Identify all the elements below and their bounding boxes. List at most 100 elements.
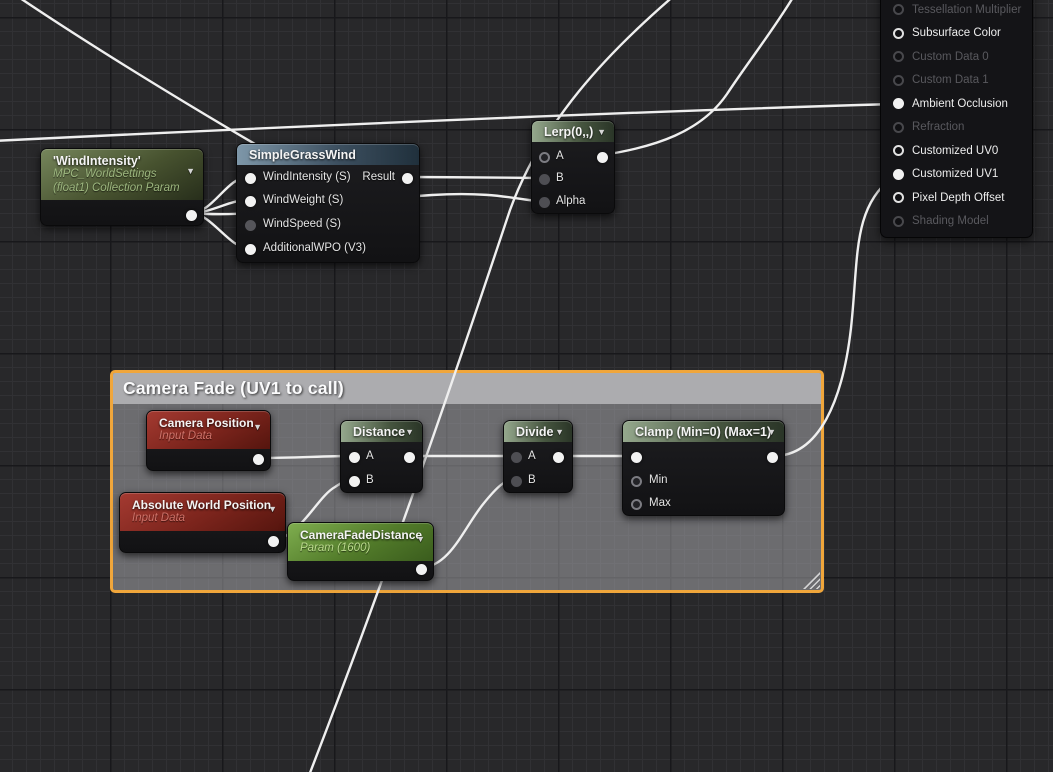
input-pin-clamp-min[interactable] (630, 475, 642, 487)
pin-label: Shading Model (912, 215, 989, 228)
pin-label: AdditionalWPO (V3) (263, 242, 366, 254)
pin-label: Customized UV0 (912, 144, 999, 157)
pin-label: A (556, 150, 564, 162)
pin-customized-uv1[interactable] (893, 168, 904, 180)
pin-customized-uv0[interactable] (893, 145, 904, 157)
node-clamp[interactable]: Clamp (Min=0) (Max=1) ▼ Min Max (622, 420, 785, 516)
node-title: Camera Position (159, 416, 254, 430)
input-pin-divide-b[interactable] (510, 475, 522, 487)
node-header: Divide ▼ (504, 421, 572, 442)
material-result-node[interactable]: Tessellation Multiplier Subsurface Color… (880, 0, 1033, 238)
input-pin-lerp-a[interactable] (538, 151, 550, 163)
node-subtitle: (float1) Collection Param (53, 181, 180, 194)
material-row-customized-uv0: Customized UV0 (881, 139, 1032, 163)
chevron-down-icon[interactable]: ▼ (268, 503, 277, 514)
material-row-refraction: Refraction (881, 116, 1032, 140)
input-pin-distance-b[interactable] (348, 475, 360, 487)
wire-result-to-lerp-b[interactable] (406, 175, 542, 180)
node-subtitle: Param (1600) (300, 542, 371, 554)
input-pin-divide-a[interactable] (510, 451, 522, 463)
pin-label: Max (649, 497, 671, 509)
pin-refraction[interactable] (893, 121, 904, 133)
material-row-custom-data-1: Custom Data 1 (881, 69, 1032, 93)
pin-label: WindIntensity (S) (263, 171, 351, 183)
output-pin-camerafadedistance[interactable] (415, 563, 427, 575)
material-row-ambient-occlusion: Ambient Occlusion (881, 92, 1032, 116)
input-pin-windspeed-s[interactable] (244, 219, 256, 231)
chevron-down-icon[interactable]: ▼ (767, 426, 776, 437)
node-header: SimpleGrassWind (237, 144, 419, 165)
input-pin-clamp-max[interactable] (630, 498, 642, 510)
chevron-down-icon[interactable]: ▼ (186, 165, 195, 176)
node-title: Lerp(0,,) (544, 125, 594, 139)
input-pin-windweight-s[interactable] (244, 195, 256, 207)
input-pin-lerp-alpha[interactable] (538, 196, 550, 208)
node-distance[interactable]: Distance ▼ A B (340, 420, 423, 493)
wire-to-ambient-occlusion[interactable] (0, 102, 896, 142)
pin-label: Customized UV1 (912, 168, 999, 181)
pin-label: Ambient Occlusion (912, 97, 1008, 110)
pin-custom-data-1[interactable] (893, 74, 904, 86)
node-camera-position[interactable]: Camera Position Input Data ▼ (146, 410, 271, 471)
output-pin-clamp[interactable] (766, 451, 778, 463)
node-header: Absolute World Position Input Data ▼ (120, 493, 285, 531)
node-title: Clamp (Min=0) (Max=1) (635, 425, 772, 439)
pin-shading-model[interactable] (893, 215, 904, 227)
chevron-down-icon[interactable]: ▼ (405, 426, 414, 437)
resize-handle-icon[interactable] (803, 572, 820, 589)
output-pin-distance[interactable] (403, 451, 415, 463)
material-row-customized-uv1: Customized UV1 (881, 163, 1032, 187)
pin-label: Min (649, 474, 668, 486)
input-pin-clamp-value[interactable] (630, 451, 642, 463)
wire-lerp-output[interactable] (601, 0, 795, 157)
node-absolute-world-position[interactable]: Absolute World Position Input Data ▼ (119, 492, 286, 553)
node-windintensity[interactable]: 'WindIntensity' MPC_WorldSettings (float… (40, 148, 204, 226)
pin-ambient-occlusion[interactable] (893, 98, 904, 110)
node-title: 'WindIntensity' (53, 154, 141, 168)
node-camerafadedistance[interactable]: CameraFadeDistance Param (1600) ▼ (287, 522, 434, 581)
pin-label: Custom Data 0 (912, 50, 989, 63)
pin-subsurface-color[interactable] (893, 27, 904, 39)
chevron-down-icon[interactable]: ▼ (555, 426, 564, 437)
node-subtitle: Input Data (159, 430, 213, 442)
input-pin-additionalwpo-v3[interactable] (244, 243, 256, 255)
node-simplegrasswind[interactable]: SimpleGrassWind WindIntensity (S) WindWe… (236, 143, 420, 263)
output-pin-divide[interactable] (552, 451, 564, 463)
node-header: CameraFadeDistance Param (1600) ▼ (288, 523, 433, 561)
chevron-down-icon[interactable]: ▼ (253, 421, 262, 432)
pin-pixel-depth-offset[interactable] (893, 192, 904, 204)
output-pin-windintensity[interactable] (185, 209, 197, 221)
pin-label: WindWeight (S) (263, 194, 344, 206)
node-header: 'WindIntensity' MPC_WorldSettings (float… (41, 149, 203, 200)
input-pin-distance-a[interactable] (348, 451, 360, 463)
comment-header[interactable]: Camera Fade (UV1 to call) (113, 373, 821, 404)
node-title: SimpleGrassWind (249, 148, 356, 162)
pin-label: B (556, 172, 564, 184)
input-pin-windintensity-s[interactable] (244, 172, 256, 184)
pin-custom-data-0[interactable] (893, 51, 904, 63)
comment-title: Camera Fade (UV1 to call) (123, 378, 344, 398)
pin-label: Refraction (912, 121, 965, 134)
pin-label: Tessellation Multiplier (912, 3, 1022, 16)
node-title: Distance (353, 425, 406, 439)
node-title: Absolute World Position (132, 498, 272, 512)
material-row-pixel-depth-offset: Pixel Depth Offset (881, 186, 1032, 210)
chevron-down-icon[interactable]: ▼ (416, 533, 425, 544)
output-pin-camera-position[interactable] (252, 453, 264, 465)
material-row-shading-model: Shading Model (881, 210, 1032, 234)
pin-tessellation-multiplier[interactable] (893, 4, 904, 16)
pin-label: Alpha (556, 195, 586, 207)
node-divide[interactable]: Divide ▼ A B (503, 420, 573, 493)
output-pin-absolute-world-position[interactable] (267, 535, 279, 547)
output-pin-result[interactable] (401, 172, 413, 184)
pin-label: Subsurface Color (912, 27, 1001, 40)
node-lerp[interactable]: Lerp(0,,) ▼ A B Alpha (531, 120, 615, 214)
pin-label: B (366, 474, 374, 486)
input-pin-lerp-b[interactable] (538, 173, 550, 185)
node-header: Lerp(0,,) ▼ (532, 121, 614, 142)
output-pin-lerp[interactable] (596, 151, 608, 163)
node-subtitle: MPC_WorldSettings (53, 168, 157, 180)
node-header: Distance ▼ (341, 421, 422, 442)
chevron-down-icon[interactable]: ▼ (597, 126, 606, 137)
